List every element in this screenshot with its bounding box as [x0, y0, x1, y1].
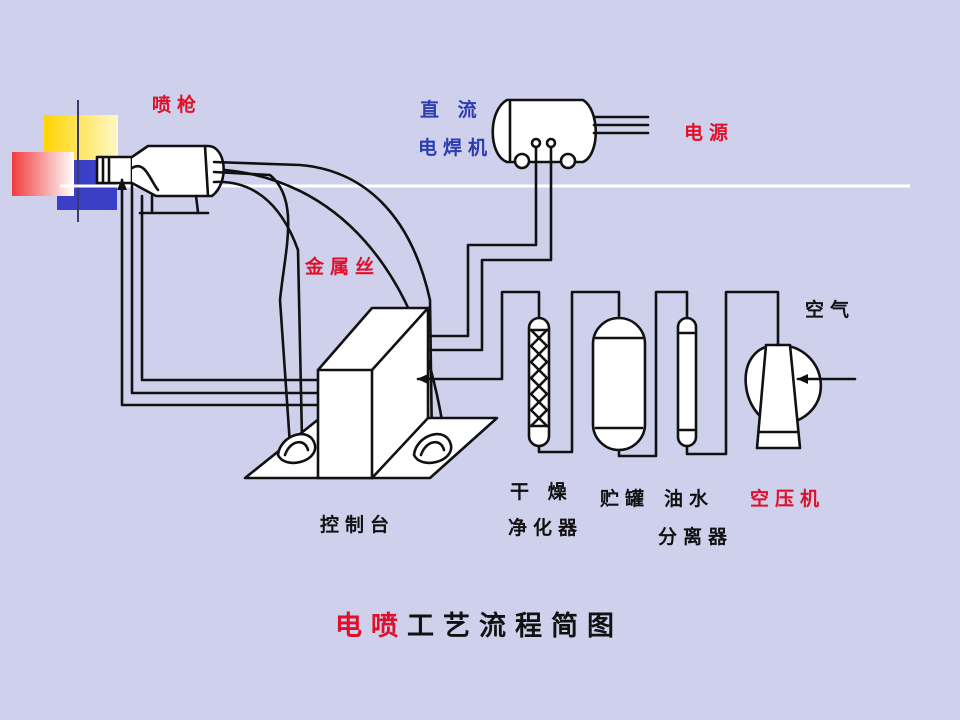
- air-compressor: [744, 343, 823, 450]
- air-compressor-label: 空压机: [750, 488, 826, 510]
- dc-welder-label-line1: 直 流: [420, 99, 483, 121]
- metal-wire-label: 金属丝: [305, 256, 381, 278]
- air-label: 空气: [805, 299, 856, 321]
- dc-welder-label-line2: 电焊机: [418, 137, 494, 159]
- power-source-label: 电源: [684, 122, 735, 144]
- dryer-purifier: [527, 316, 551, 448]
- metal-wire-lines: [212, 160, 447, 447]
- spray-gun-label: 喷枪: [152, 94, 203, 116]
- oil-water-label-line2: 分离器: [658, 526, 734, 548]
- storage-tank-label: 贮罐: [600, 488, 651, 510]
- air-pipe-network: [416, 290, 857, 458]
- oil-water-label-line1: 油水: [664, 488, 715, 510]
- control-console-label: 控制台: [320, 514, 396, 536]
- title-black-part: 工艺流程简图: [407, 611, 623, 642]
- dryer-label-line1: 干 燥: [510, 481, 573, 503]
- title-red-part: 电喷: [335, 611, 407, 642]
- flow-arrows: [117, 178, 808, 384]
- dryer-label-line2: 净化器: [508, 517, 584, 539]
- diagram-title: 电喷工艺流程简图: [335, 604, 623, 643]
- gun-to-console-lines: [120, 178, 320, 407]
- storage-tank: [591, 316, 647, 452]
- spray-gun: [95, 144, 225, 215]
- oil-water-separator: [676, 316, 698, 448]
- dc-welder: [425, 98, 650, 352]
- control-console: [243, 306, 499, 480]
